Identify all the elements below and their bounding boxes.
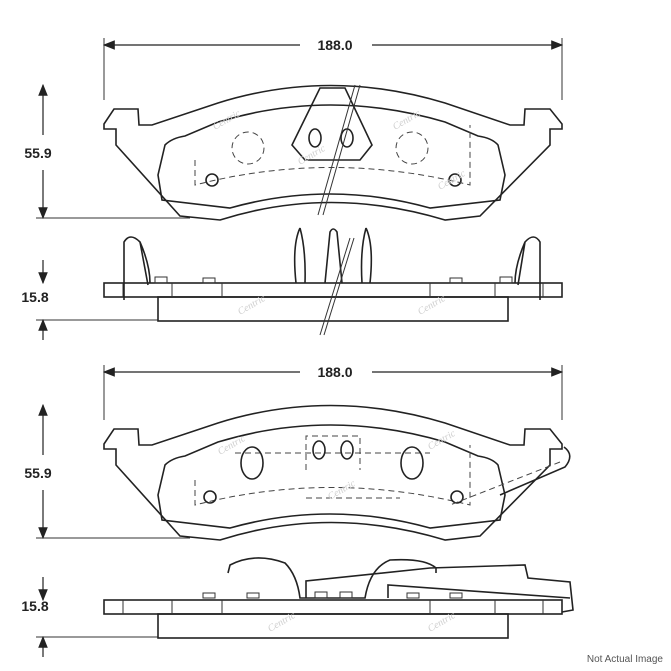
inner-pad-side bbox=[103, 557, 574, 639]
svg-text:Centric: Centric bbox=[326, 478, 358, 503]
outer-pad-side bbox=[103, 227, 563, 336]
svg-text:Centric: Centric bbox=[211, 108, 243, 133]
height-dimension: 55.9 bbox=[24, 145, 51, 161]
not-actual-image-note: Not Actual Image bbox=[586, 654, 663, 665]
inner-pad-face bbox=[103, 404, 571, 541]
inner-pad-dimensions: 188.0 55.9 15.8 bbox=[21, 364, 564, 657]
svg-text:Centric: Centric bbox=[436, 168, 468, 193]
height-dimension: 55.9 bbox=[24, 465, 51, 481]
outer-pad-dimensions: 188.0 55.9 15.8 bbox=[21, 37, 564, 340]
thickness-dimension: 15.8 bbox=[21, 598, 48, 614]
width-dimension: 188.0 bbox=[317, 37, 352, 53]
thickness-dimension: 15.8 bbox=[21, 289, 48, 305]
width-dimension: 188.0 bbox=[317, 364, 352, 380]
outer-pad-face bbox=[103, 84, 563, 221]
svg-text:Centric: Centric bbox=[426, 428, 458, 453]
svg-text:Centric: Centric bbox=[391, 108, 423, 133]
